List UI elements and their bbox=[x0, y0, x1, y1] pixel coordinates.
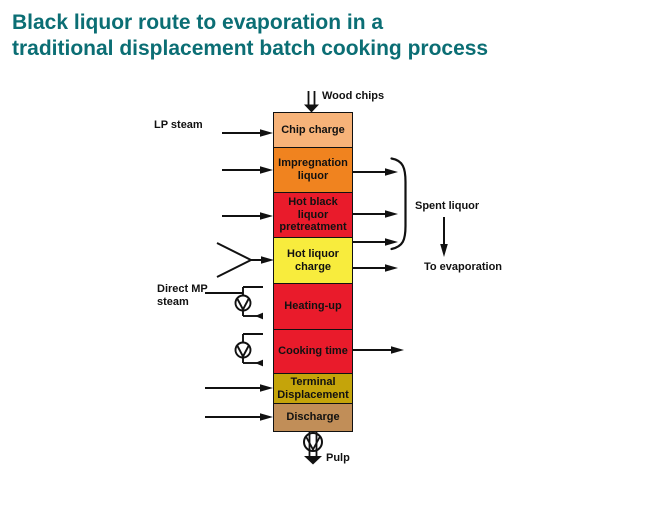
hot-liquor-outlet-arrow bbox=[353, 264, 398, 272]
vessel-segment-terminal-displacement: Terminal Displacement bbox=[274, 373, 352, 403]
segment-label: Chip charge bbox=[281, 123, 345, 136]
vessel-segment-heating-up: Heating-up bbox=[274, 283, 352, 329]
wood-chips-arrow-icon bbox=[304, 91, 319, 113]
segment-label: Cooking time bbox=[278, 345, 348, 358]
segment-label: Heating-up bbox=[284, 300, 342, 313]
segment-label: Impregnation liquor bbox=[278, 157, 348, 182]
vessel-segment-hot-liquor-charge: Hot liquor charge bbox=[274, 237, 352, 283]
page-title-line2: traditional displacement batch cooking p… bbox=[12, 36, 489, 60]
cooking-outlet-arrow bbox=[353, 346, 404, 354]
to-evaporation-arrow bbox=[440, 217, 448, 257]
cooking-circulation-pump-icon bbox=[234, 333, 263, 367]
discharge-inlet-arrow bbox=[205, 413, 273, 421]
pretreatment-inlet-arrow bbox=[222, 212, 273, 220]
heating-circulation-pump-icon bbox=[205, 286, 263, 320]
segment-label: Terminal Displacement bbox=[277, 375, 349, 401]
digester-vessel: Chip charge Impregnation liquor Hot blac… bbox=[273, 112, 353, 432]
segment-label: Discharge bbox=[286, 411, 340, 424]
pulp-discharge-pump-icon bbox=[303, 430, 323, 465]
vessel-segment-discharge: Discharge bbox=[274, 403, 352, 431]
label-pulp: Pulp bbox=[326, 452, 350, 464]
label-direct-mp-steam: Direct MP steam bbox=[157, 283, 208, 308]
impregnation-outlet-arrow bbox=[353, 168, 398, 176]
vessel-segment-cooking-time: Cooking time bbox=[274, 329, 352, 373]
segment-label: Hot black liquor pretreatment bbox=[279, 195, 347, 234]
vessel-segment-hot-black-liquor-pretreatment: Hot black liquor pretreatment bbox=[274, 192, 352, 237]
page-title-line1: Black liquor route to evaporation in a bbox=[12, 11, 384, 34]
pretreatment-outlet-arrow bbox=[353, 210, 398, 218]
vessel-segment-impregnation-liquor: Impregnation liquor bbox=[274, 147, 352, 192]
label-spent-liquor: Spent liquor bbox=[415, 200, 480, 212]
spent-liquor-bracket bbox=[390, 157, 407, 251]
label-lp-steam: LP steam bbox=[154, 119, 203, 131]
impregnation-inlet-arrow bbox=[222, 166, 273, 174]
terminal-displacement-inlet-arrow bbox=[205, 384, 273, 392]
label-to-evaporation: To evaporation bbox=[424, 261, 503, 273]
hot-liquor-top-outlet-arrow bbox=[353, 238, 398, 246]
segment-label: Hot liquor charge bbox=[287, 247, 339, 273]
lp-steam-arrow bbox=[222, 129, 273, 137]
hot-liquor-merge-arrow bbox=[216, 242, 274, 278]
page-title: Black liquor route to evaporation in a t… bbox=[12, 10, 488, 61]
vessel-segment-chip-charge: Chip charge bbox=[274, 113, 352, 147]
label-wood-chips: Wood chips bbox=[322, 90, 385, 102]
